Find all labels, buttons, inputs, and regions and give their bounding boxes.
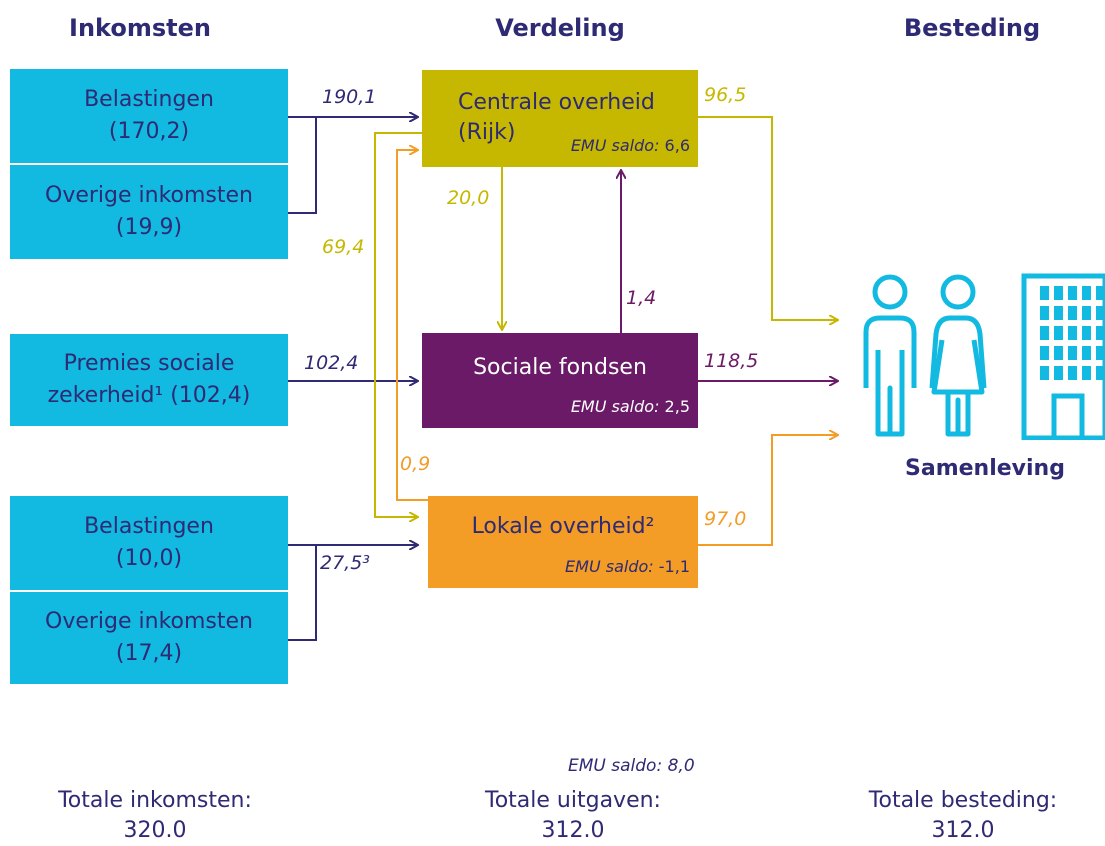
flow-lokale-to-centrale bbox=[396, 150, 428, 501]
header-besteding: Besteding bbox=[903, 14, 1041, 42]
source-premies-label: Premies sociale zekerheid¹ (102,4) bbox=[47, 351, 251, 408]
node-sociale-title: Sociale fondsen bbox=[473, 355, 647, 380]
header-inkomsten: Inkomsten bbox=[69, 14, 211, 42]
flow-label-centrale-to-sociale: 20,0 bbox=[447, 187, 490, 209]
samenleving-label: Samenleving bbox=[905, 456, 1065, 481]
flow-label-lokale-to-centrale: 0,9 bbox=[400, 453, 431, 475]
node-centrale-emu: EMU saldo: 6,6 bbox=[570, 136, 690, 155]
flow-label-to-sociale: 102,4 bbox=[304, 352, 359, 374]
node-centrale-title: Centrale overheid (Rijk) bbox=[458, 90, 655, 145]
total-uitgaven-label: Totale uitgaven: bbox=[485, 788, 661, 813]
header-verdeling: Verdeling bbox=[495, 14, 625, 42]
total-besteding-label: Totale besteding: bbox=[868, 788, 1058, 813]
source-overige-bottom-label: Overige inkomsten (17,4) bbox=[45, 609, 253, 666]
woman-icon bbox=[929, 274, 987, 437]
source-belastingen-top: Belastingen (170,2) bbox=[10, 69, 288, 165]
source-overige-bottom: Overige inkomsten (17,4) bbox=[10, 592, 288, 686]
source-premies: Premies sociale zekerheid¹ (102,4) bbox=[10, 334, 288, 428]
flow-label-lokale-out: 97,0 bbox=[704, 508, 747, 530]
total-besteding: Totale besteding: 312.0 bbox=[838, 786, 1088, 846]
people-icons bbox=[863, 274, 987, 437]
node-lokale-title: Lokale overheid² bbox=[471, 514, 655, 539]
node-centrale-overheid: Centrale overheid (Rijk) EMU saldo: 6,6 bbox=[422, 70, 698, 167]
total-emu-saldo: EMU saldo: 8,0 bbox=[568, 756, 695, 776]
source-belastingen-bottom-label: Belastingen (10,0) bbox=[84, 514, 214, 571]
flow-label-centrale-out: 96,5 bbox=[704, 84, 747, 106]
flow-to-centrale bbox=[288, 117, 418, 214]
flow-label-to-centrale: 190,1 bbox=[322, 86, 377, 108]
node-lokale-overheid: Lokale overheid² EMU saldo: -1,1 bbox=[428, 496, 698, 588]
total-inkomsten: Totale inkomsten: 320.0 bbox=[20, 786, 290, 846]
node-sociale-fondsen: Sociale fondsen EMU saldo: 2,5 bbox=[422, 333, 698, 428]
total-besteding-value: 312.0 bbox=[931, 818, 995, 843]
flow-label-sociale-to-centrale: 1,4 bbox=[626, 287, 657, 309]
source-overige-top-label: Overige inkomsten (19,9) bbox=[45, 183, 253, 240]
flow-centrale-to-lokale bbox=[374, 132, 422, 517]
source-belastingen-bottom: Belastingen (10,0) bbox=[10, 496, 288, 592]
source-overige-top: Overige inkomsten (19,9) bbox=[10, 165, 288, 261]
total-uitgaven-value: 312.0 bbox=[541, 818, 605, 843]
flow-label-to-lokale: 27,5³ bbox=[320, 552, 370, 574]
source-belastingen-top-label: Belastingen (170,2) bbox=[84, 87, 214, 144]
flow-centrale-out bbox=[698, 116, 838, 320]
node-sociale-emu: EMU saldo: 2,5 bbox=[570, 397, 690, 416]
building-icon bbox=[1021, 273, 1105, 440]
flow-label-sociale-out: 118,5 bbox=[704, 350, 759, 372]
man-icon bbox=[863, 274, 917, 437]
flow-label-centrale-to-lokale: 69,4 bbox=[322, 236, 365, 258]
total-inkomsten-value: 320.0 bbox=[123, 818, 187, 843]
flow-to-lokale bbox=[288, 545, 418, 641]
total-inkomsten-label: Totale inkomsten: bbox=[58, 788, 252, 813]
node-lokale-emu: EMU saldo: -1,1 bbox=[565, 557, 690, 576]
flow-lokale-out bbox=[698, 435, 838, 546]
total-uitgaven: Totale uitgaven: 312.0 bbox=[438, 786, 708, 846]
